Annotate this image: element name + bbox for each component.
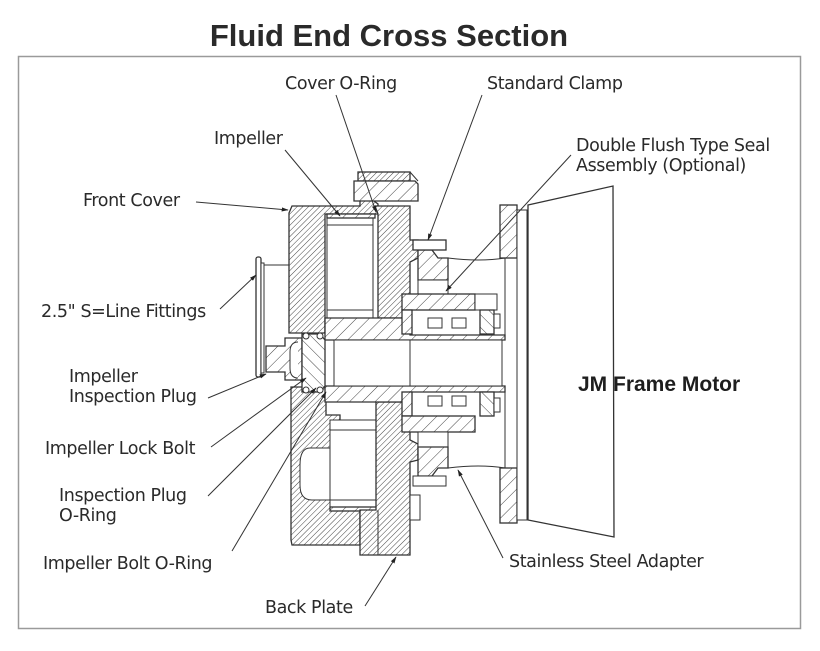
leader-back-plate: [364, 556, 397, 607]
back-plate: [374, 205, 419, 319]
motor-shaft: [333, 339, 503, 387]
leader-double-flush: [445, 154, 572, 292]
label-inspection-plug-o-ring-line1: Inspection Plug: [59, 486, 187, 506]
motor-adapter-flange: [499, 204, 518, 259]
callouts: Cover O-Ring Standard Clamp Impeller Dou…: [41, 74, 770, 618]
label-inspection-plug-line2: Inspection Plug: [69, 387, 197, 407]
leader-impeller-lock-bolt: [210, 377, 307, 448]
label-front-cover: Front Cover: [83, 191, 181, 211]
impeller: [326, 216, 374, 326]
cover-clamp-top: [357, 171, 411, 182]
label-stainless-steel-adapter: Stainless Steel Adapter: [509, 552, 704, 572]
label-line-fittings: 2.5" S=Line Fittings: [41, 302, 206, 322]
diagram-title: Fluid End Cross Section: [210, 18, 568, 53]
label-impeller-bolt-o-ring: Impeller Bolt O-Ring: [43, 554, 212, 574]
leader-front-cover: [195, 201, 289, 212]
leader-inspection-plug-o-ring: [207, 387, 317, 497]
jm-frame-motor: [527, 185, 615, 538]
label-double-flush-line1: Double Flush Type Seal: [576, 136, 770, 156]
label-cover-o-ring: Cover O-Ring: [285, 74, 397, 94]
standard-clamp: [412, 239, 447, 251]
leader-inspection-plug: [207, 373, 267, 399]
label-inspection-plug-o-ring-line2: O-Ring: [59, 506, 116, 526]
line-fitting-flange-top: [255, 256, 262, 378]
leader-impeller-bolt-o-ring: [231, 391, 327, 552]
motor-label: JM Frame Motor: [578, 373, 740, 396]
front-cover: [288, 197, 379, 334]
leader-line-fittings: [219, 274, 257, 310]
label-double-flush-line2: Assembly (Optional): [576, 156, 746, 176]
label-impeller: Impeller: [214, 129, 284, 149]
label-impeller-lock-bolt: Impeller Lock Bolt: [45, 439, 196, 459]
leader-impeller: [284, 149, 341, 217]
label-standard-clamp: Standard Clamp: [487, 74, 623, 94]
label-inspection-plug-line1: Impeller: [69, 367, 139, 387]
diagram-frame: [17, 55, 802, 630]
label-back-plate: Back Plate: [265, 598, 353, 618]
leader-cover-o-ring: [335, 94, 377, 213]
stainless-steel-adapter: [447, 465, 506, 469]
pump-assembly: [255, 171, 615, 556]
leader-standard-clamp: [427, 94, 483, 241]
leader-stainless-steel-adapter: [457, 469, 504, 559]
